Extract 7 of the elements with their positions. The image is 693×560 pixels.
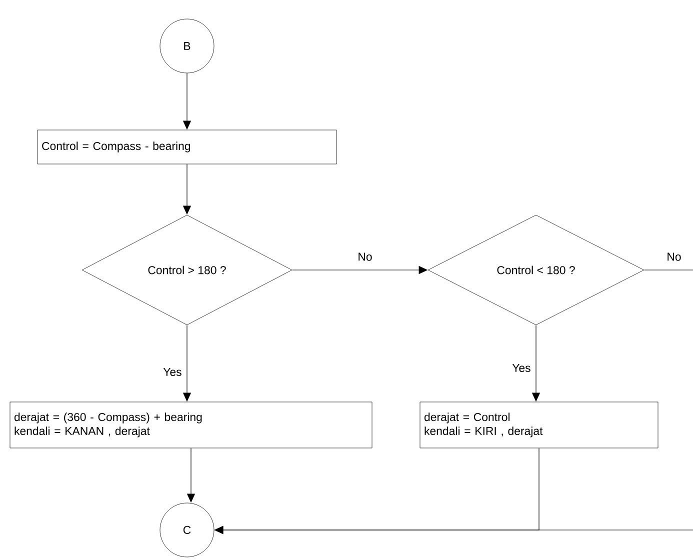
process-box: derajat = (360 - Compass) + bearing kendali = KANAN , derajat	[10, 402, 372, 448]
process-box: Control = Compass - bearing	[37, 130, 337, 164]
edge-label: No	[356, 252, 374, 262]
edge-label: Yes	[511, 363, 532, 373]
edge-label: No	[666, 252, 682, 262]
process-box: derajat = Control kendali = KIRI , derajat	[420, 402, 658, 448]
edge-label: Yes	[162, 367, 183, 377]
